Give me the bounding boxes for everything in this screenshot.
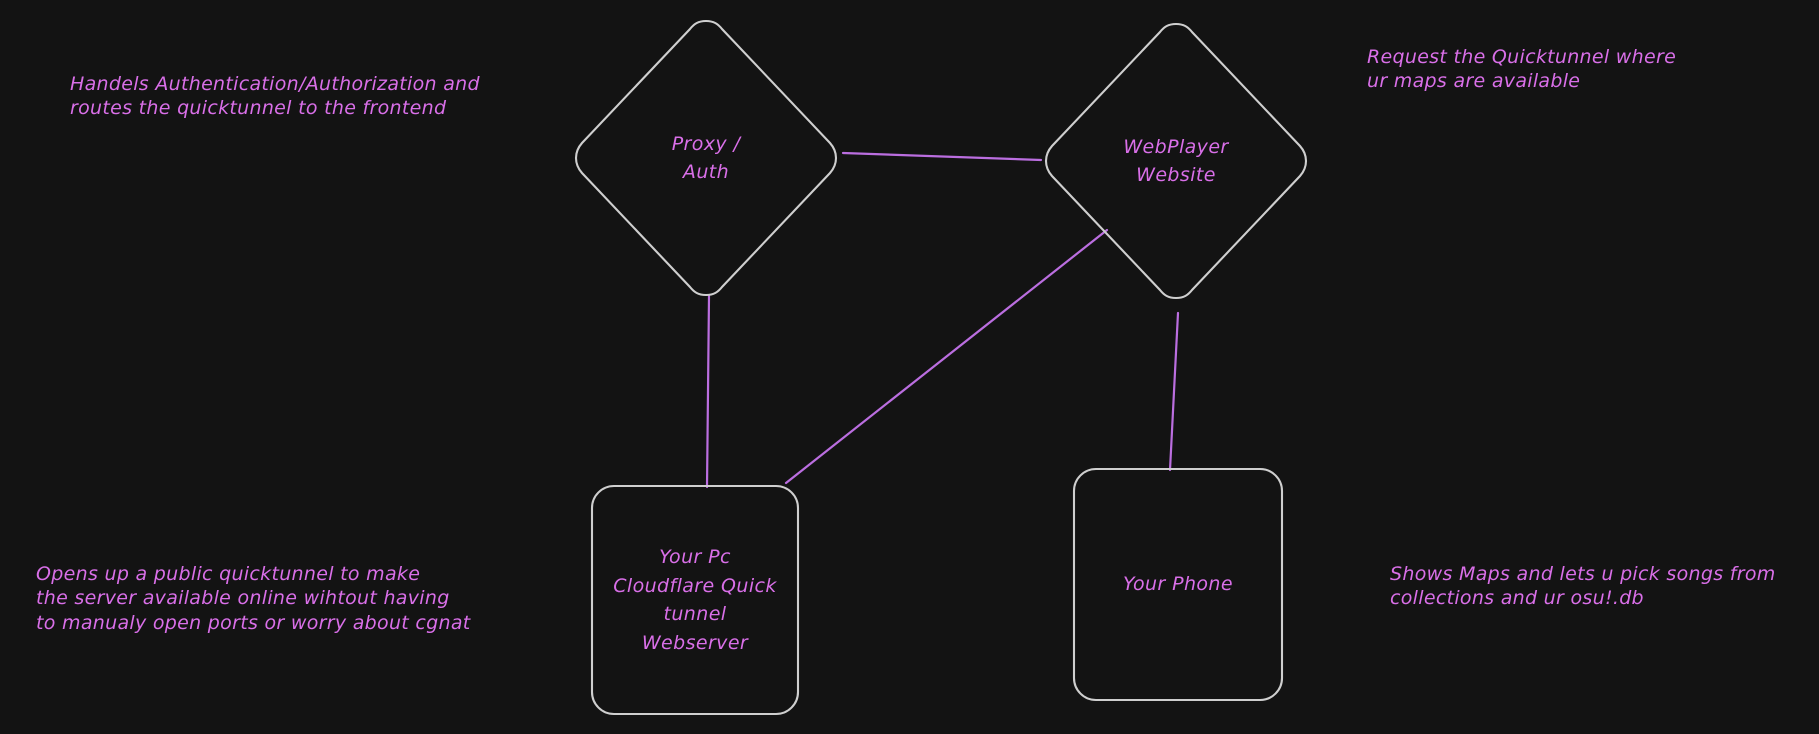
note-webplayer-website: Request the Quicktunnel where ur maps ar… <box>1367 46 1677 93</box>
edge-proxy-webplayer <box>841 151 1043 162</box>
node-label: WebPlayer Website <box>1123 135 1229 187</box>
node-label: Proxy / Auth <box>671 132 741 184</box>
diamond-shape <box>1044 22 1308 300</box>
note-your-phone: Shows Maps and lets u pick songs from co… <box>1390 563 1776 610</box>
node-webplayer-website[interactable]: WebPlayer Website <box>1038 18 1314 304</box>
edge-proxy-yourpc <box>705 294 711 489</box>
node-label: Your Pc Cloudflare Quick tunnel Webserve… <box>613 546 777 654</box>
rounded-rect-shape <box>590 484 800 716</box>
node-label: Your Phone <box>1123 573 1233 596</box>
edge-webplayer-yourphone <box>1168 311 1180 472</box>
note-your-pc: Opens up a public quicktunnel to make th… <box>36 563 471 634</box>
note-proxy-auth: Handels Authentication/Authorization and… <box>70 73 480 120</box>
node-your-phone[interactable]: Your Phone <box>1072 467 1284 702</box>
node-proxy-auth[interactable]: Proxy / Auth <box>568 15 844 301</box>
node-your-pc[interactable]: Your Pc Cloudflare Quick tunnel Webserve… <box>590 484 800 716</box>
